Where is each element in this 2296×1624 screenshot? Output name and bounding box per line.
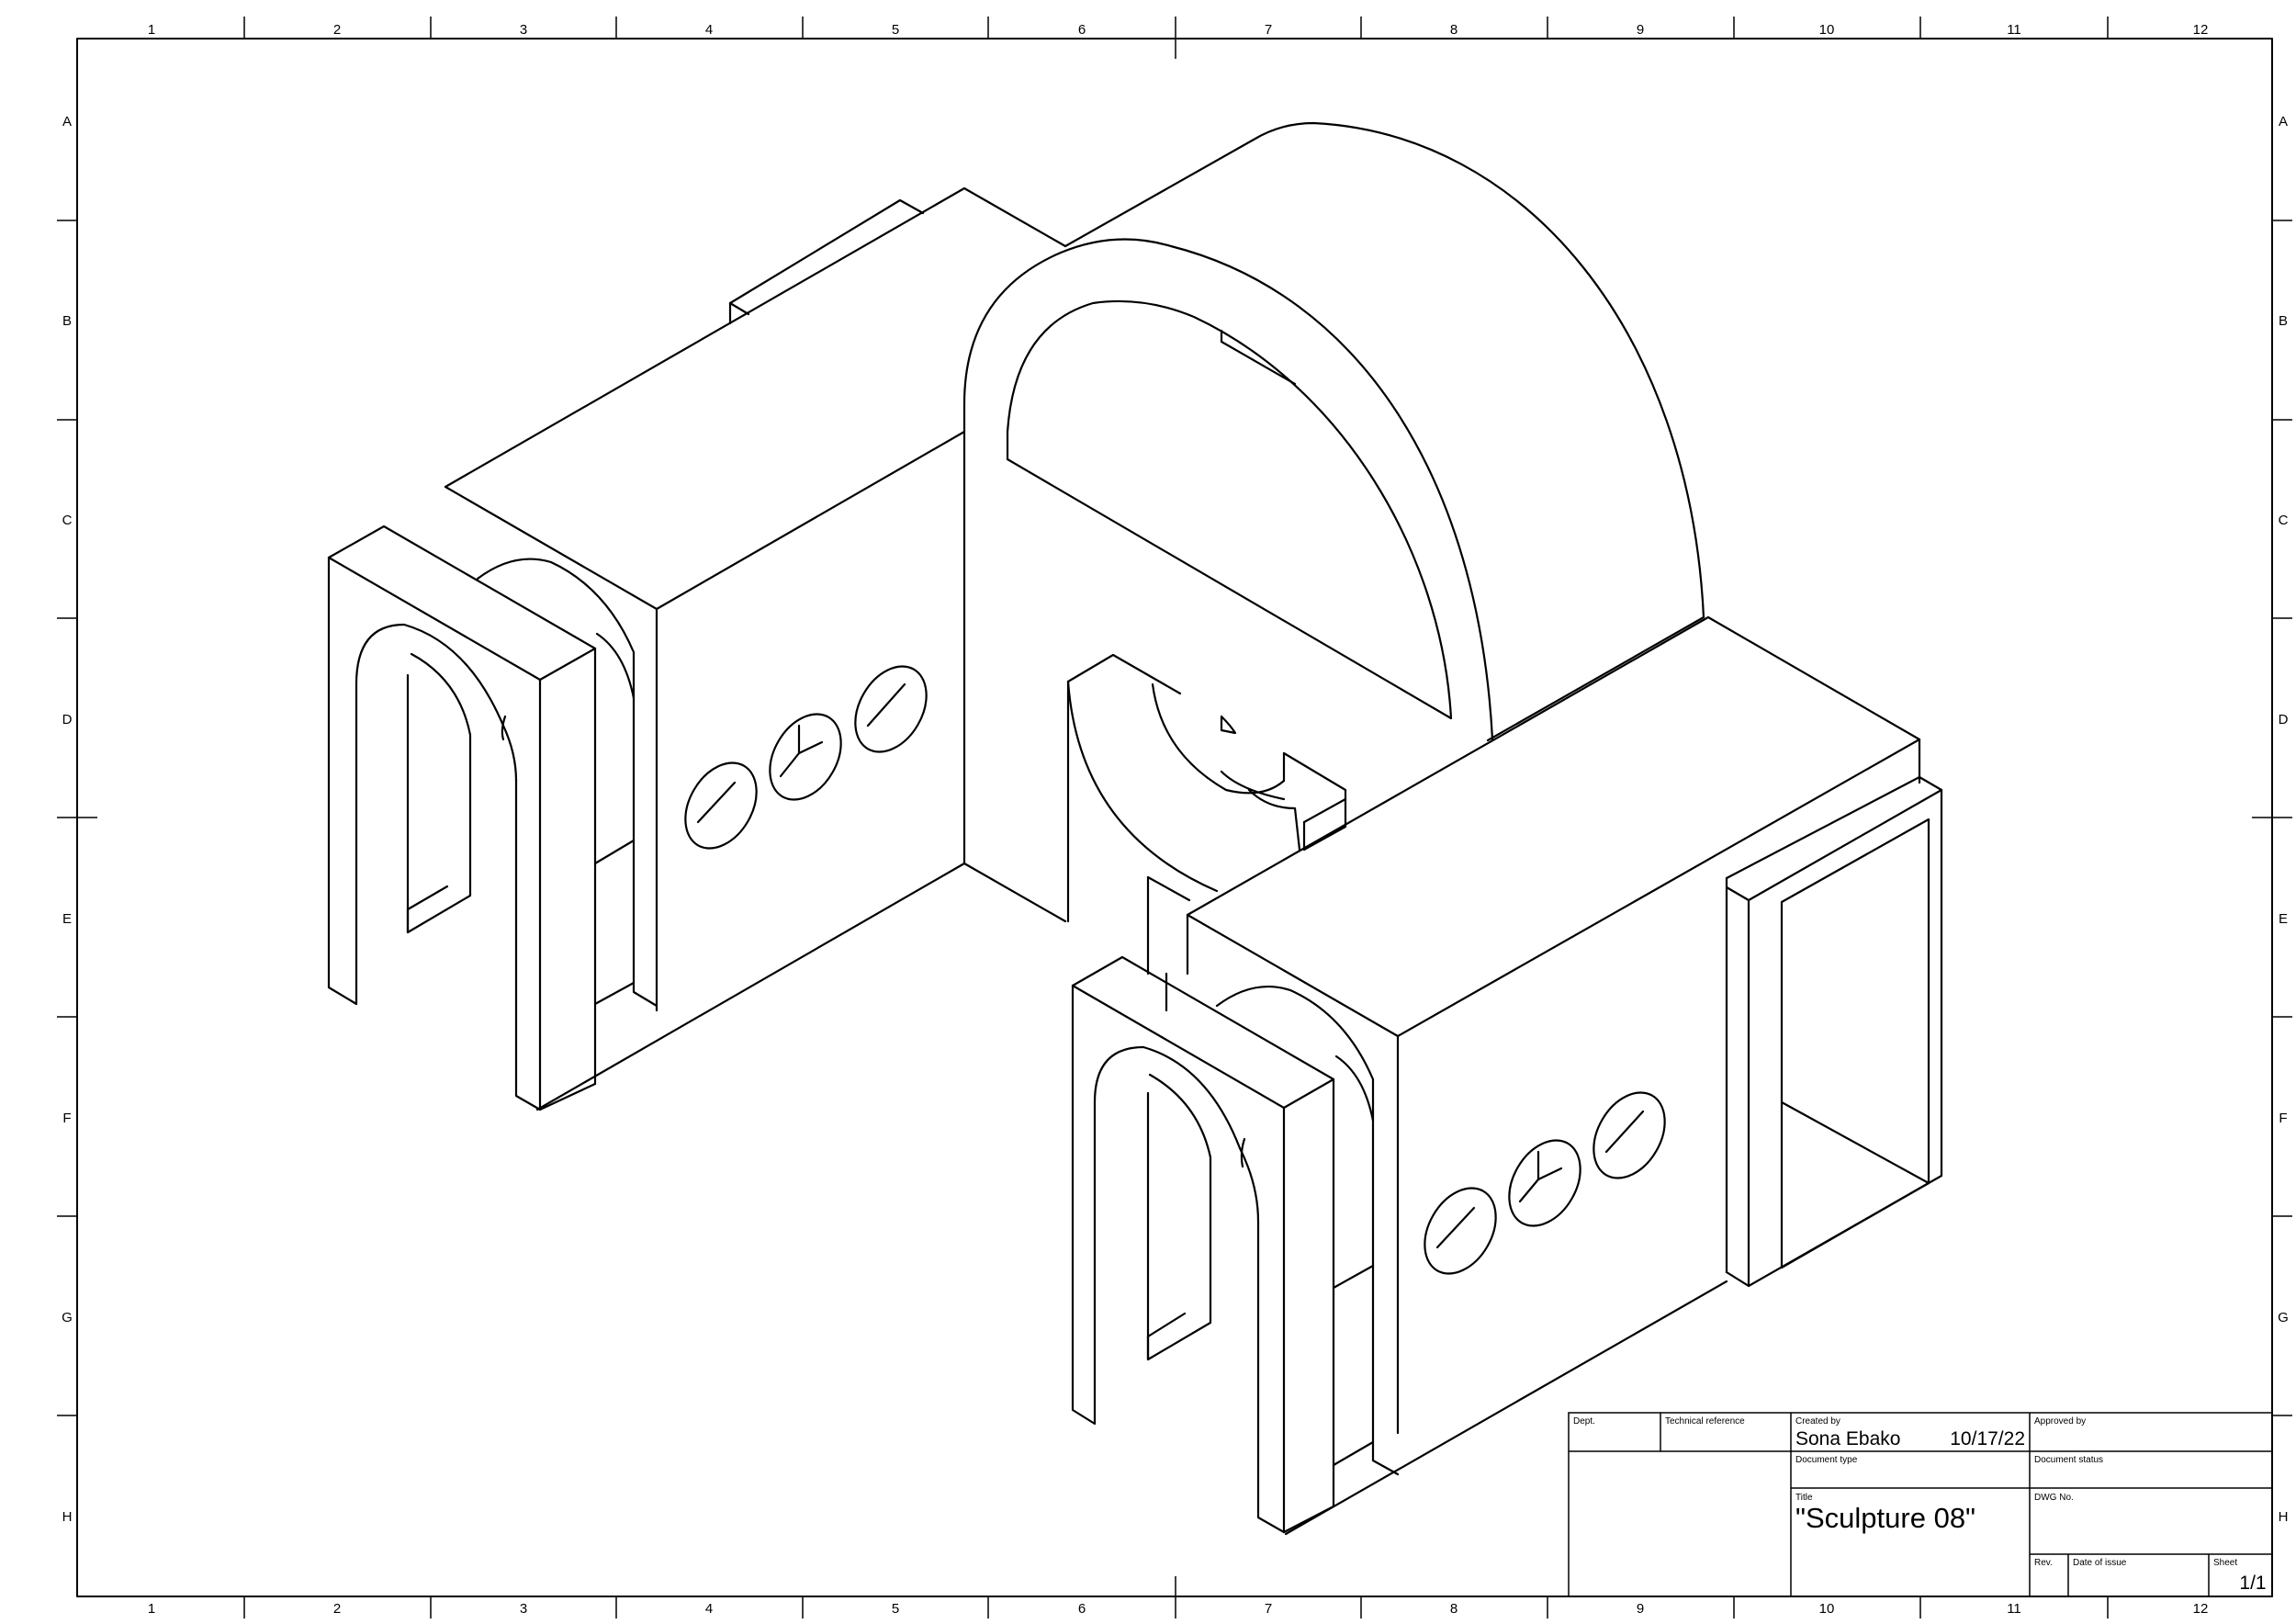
col-label: 6 bbox=[1078, 1601, 1086, 1617]
row-label: G bbox=[2278, 1310, 2289, 1325]
title-label: Title bbox=[1795, 1493, 1813, 1503]
col-label: 7 bbox=[1265, 1601, 1272, 1617]
row-label: C bbox=[62, 513, 73, 528]
sculpture-isometric-view bbox=[327, 121, 1943, 1536]
created-by-label: Created by bbox=[1795, 1416, 1840, 1427]
col-label: 9 bbox=[1637, 22, 1644, 38]
row-label: F bbox=[2279, 1111, 2287, 1126]
row-label: E bbox=[62, 911, 72, 927]
right-box bbox=[1186, 615, 1921, 1536]
row-label: A bbox=[2279, 114, 2288, 130]
col-label: 8 bbox=[1450, 22, 1458, 38]
col-label: 2 bbox=[333, 1601, 341, 1617]
col-label: 6 bbox=[1078, 22, 1086, 38]
col-label: 5 bbox=[892, 1601, 899, 1617]
right-arch-bracket bbox=[1071, 955, 1400, 1534]
col-label: 11 bbox=[2007, 1601, 2021, 1617]
col-label: 4 bbox=[705, 22, 713, 38]
middle-cradle bbox=[1066, 653, 1347, 1012]
col-label: 3 bbox=[520, 1601, 527, 1617]
left-box bbox=[444, 186, 1067, 1111]
col-label: 2 bbox=[333, 22, 341, 38]
created-date: 10/17/22 bbox=[1950, 1428, 2025, 1449]
col-label: 11 bbox=[2007, 22, 2021, 38]
document-status-label: Document status bbox=[2034, 1455, 2103, 1465]
row-label: A bbox=[62, 114, 72, 130]
left-box-holes bbox=[684, 665, 928, 850]
col-label: 10 bbox=[1819, 1601, 1835, 1617]
row-label: C bbox=[2279, 513, 2289, 528]
arch-frame bbox=[962, 238, 1494, 741]
right-end-frame bbox=[1725, 775, 1943, 1288]
row-label: D bbox=[2279, 712, 2289, 727]
technical-reference-label: Technical reference bbox=[1665, 1416, 1745, 1427]
dwg-no-label: DWG No. bbox=[2034, 1493, 2074, 1503]
col-label: 7 bbox=[1265, 22, 1272, 38]
title-block: Dept. Technical reference Created by Son… bbox=[1568, 1412, 2273, 1597]
row-label: H bbox=[62, 1509, 73, 1525]
col-label: 1 bbox=[148, 1601, 155, 1617]
left-arch-bracket bbox=[327, 524, 658, 1111]
column-labels-bottom: 1 2 3 4 5 6 7 8 9 10 11 12 bbox=[148, 1601, 2209, 1617]
row-label: H bbox=[2279, 1509, 2289, 1525]
row-label: B bbox=[2279, 313, 2288, 329]
right-box-holes bbox=[1424, 1091, 1666, 1275]
row-label: D bbox=[62, 712, 73, 727]
col-label: 10 bbox=[1819, 22, 1835, 38]
rev-label: Rev. bbox=[2034, 1558, 2053, 1568]
column-labels-top: 1 2 3 4 5 6 7 8 9 10 11 12 bbox=[148, 22, 2209, 38]
col-label: 1 bbox=[148, 22, 155, 38]
col-label: 8 bbox=[1450, 1601, 1458, 1617]
dept-label: Dept. bbox=[1573, 1416, 1595, 1427]
col-label: 12 bbox=[2193, 1601, 2209, 1617]
date-of-issue-label: Date of issue bbox=[2073, 1558, 2127, 1568]
sheet-value: 1/1 bbox=[2239, 1573, 2266, 1594]
col-label: 12 bbox=[2193, 22, 2209, 38]
col-label: 3 bbox=[520, 22, 527, 38]
document-type-label: Document type bbox=[1795, 1455, 1858, 1465]
col-label: 9 bbox=[1637, 1601, 1644, 1617]
sheet-label: Sheet bbox=[2213, 1558, 2237, 1568]
row-label: F bbox=[62, 1111, 71, 1126]
row-labels-right: A B C D E F G H bbox=[2278, 114, 2289, 1525]
row-label: G bbox=[62, 1310, 73, 1325]
row-labels-left: A B C D E F G H bbox=[62, 114, 73, 1525]
row-label: B bbox=[62, 313, 72, 329]
approved-by-label: Approved by bbox=[2034, 1416, 2086, 1427]
drawing-title: "Sculpture 08" bbox=[1795, 1502, 1975, 1534]
created-by-value: Sona Ebako bbox=[1795, 1428, 1900, 1449]
sheet-frame bbox=[57, 17, 2292, 1618]
half-disc bbox=[1064, 121, 1705, 742]
col-label: 5 bbox=[892, 22, 899, 38]
col-label: 4 bbox=[705, 1601, 713, 1617]
row-label: E bbox=[2279, 911, 2288, 927]
